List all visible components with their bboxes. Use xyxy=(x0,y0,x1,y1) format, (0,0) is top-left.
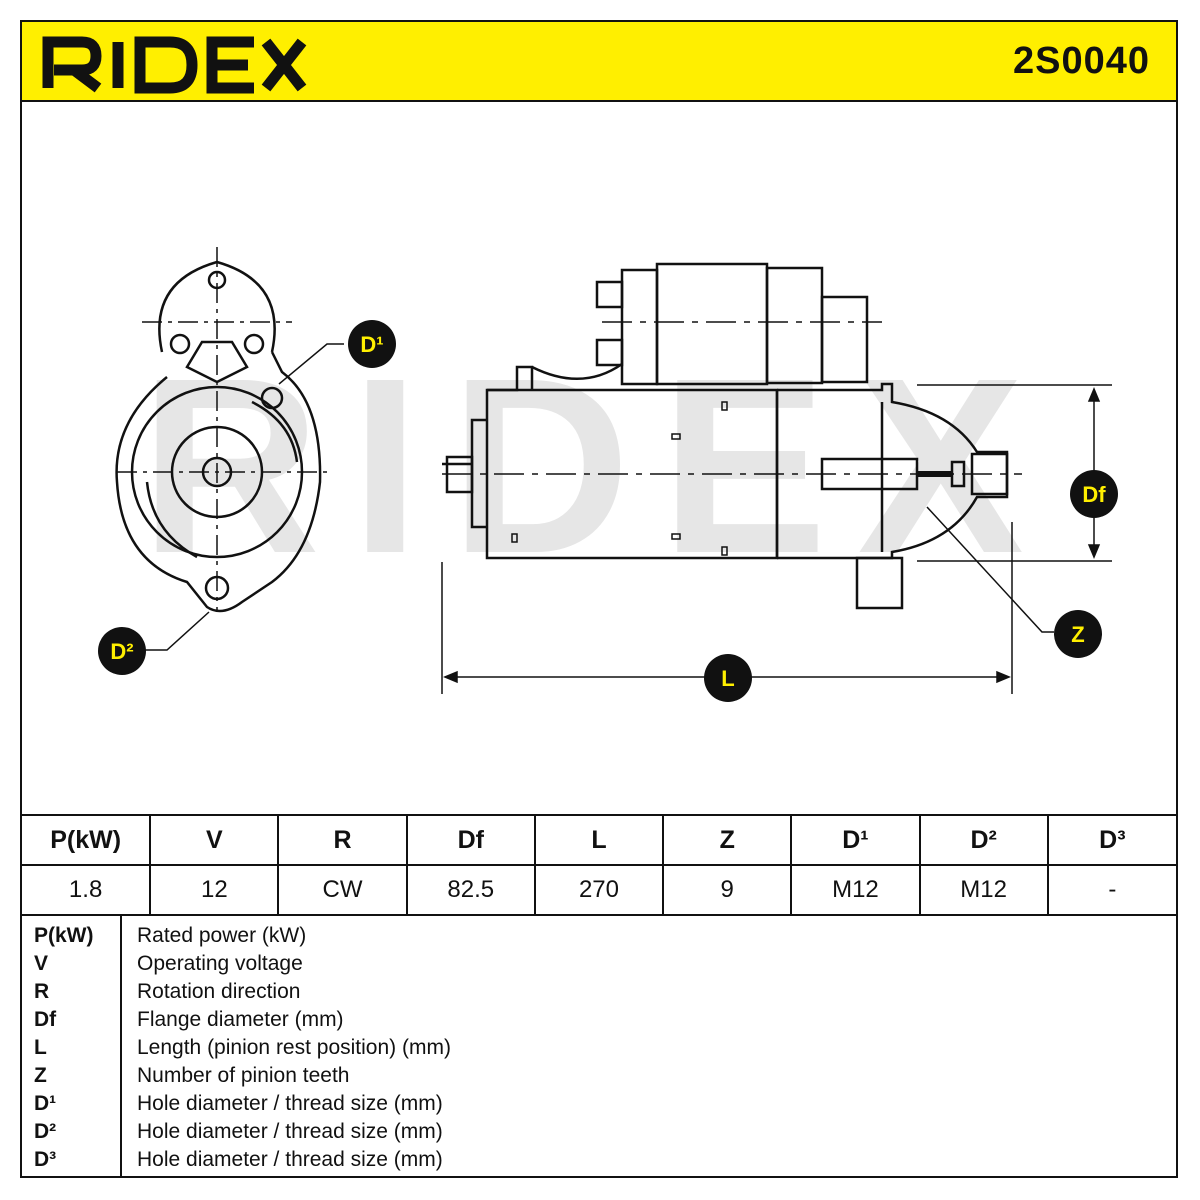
header-bar: 2S0040 xyxy=(22,22,1176,102)
legend-key: V xyxy=(34,952,49,975)
legend-desc: Flange diameter (mm) xyxy=(137,1008,344,1031)
spec-table-header-row: P(kW) V R Df L Z D¹ D² D³ xyxy=(22,814,1176,866)
header-cell: D¹ xyxy=(790,814,921,866)
legend-key: P(kW) xyxy=(34,924,94,947)
part-number: 2S0040 xyxy=(1012,40,1150,82)
header-cell: L xyxy=(533,814,665,866)
svg-text:Z: Z xyxy=(1071,622,1084,647)
value-cell: 82.5 xyxy=(405,864,536,916)
svg-text:D¹: D¹ xyxy=(360,332,383,357)
legend-key: D³ xyxy=(34,1148,57,1171)
legend-desc: Operating voltage xyxy=(137,952,303,975)
front-view xyxy=(115,247,332,613)
header-cell: D² xyxy=(918,814,1049,866)
legend-key: D¹ xyxy=(34,1092,57,1115)
value-cell: 9 xyxy=(662,864,793,916)
value-cell: M12 xyxy=(790,864,921,916)
badge-d2: D² xyxy=(98,627,146,675)
legend-item: Z Number of pinion teeth xyxy=(22,1062,1176,1090)
datasheet: 2S0040 RIDEX xyxy=(20,20,1178,1178)
legend-divider xyxy=(120,914,122,1176)
legend-item: L Length (pinion rest position) (mm) xyxy=(22,1034,1176,1062)
legend-desc: Length (pinion rest position) (mm) xyxy=(137,1036,451,1059)
svg-text:L: L xyxy=(721,666,734,691)
header-cell: V xyxy=(149,814,280,866)
legend-item: D² Hole diameter / thread size (mm) xyxy=(22,1118,1176,1146)
legend: P(kW) Rated power (kW) V Operating volta… xyxy=(22,914,1176,1176)
value-cell: 12 xyxy=(149,864,280,916)
legend-desc: Hole diameter / thread size (mm) xyxy=(137,1092,443,1115)
badge-l: L xyxy=(704,654,752,702)
header-cell: R xyxy=(277,814,408,866)
side-view xyxy=(442,262,1022,610)
legend-key: R xyxy=(34,980,50,1003)
spec-table: P(kW) V R Df L Z D¹ D² D³ 1.8 12 CW 82.5… xyxy=(22,814,1176,916)
legend-item: Df Flange diameter (mm) xyxy=(22,1006,1176,1034)
value-cell: 270 xyxy=(533,864,665,916)
spec-table-value-row: 1.8 12 CW 82.5 270 9 M12 M12 - xyxy=(22,864,1176,916)
value-cell: CW xyxy=(277,864,408,916)
legend-item: P(kW) Rated power (kW) xyxy=(22,922,1176,950)
badge-d1: D¹ xyxy=(348,320,396,368)
legend-desc: Rated power (kW) xyxy=(137,924,307,947)
badge-z: Z xyxy=(1054,610,1102,658)
legend-desc: Hole diameter / thread size (mm) xyxy=(137,1148,443,1171)
header-cell: Z xyxy=(662,814,793,866)
legend-item: R Rotation direction xyxy=(22,978,1176,1006)
technical-drawing: RIDEX xyxy=(98,247,1118,702)
legend-key: D² xyxy=(34,1120,57,1143)
header-cell: Df xyxy=(405,814,536,866)
legend-desc: Number of pinion teeth xyxy=(137,1064,350,1087)
ridex-logo xyxy=(42,36,307,94)
legend-desc: Hole diameter / thread size (mm) xyxy=(137,1120,443,1143)
badge-df: Df xyxy=(1070,470,1118,518)
value-cell: - xyxy=(1046,864,1176,916)
value-cell: 1.8 xyxy=(22,864,152,916)
header-cell: D³ xyxy=(1046,814,1176,866)
legend-desc: Rotation direction xyxy=(137,980,301,1003)
legend-item: V Operating voltage xyxy=(22,950,1176,978)
legend-key: Z xyxy=(34,1064,47,1087)
svg-text:D²: D² xyxy=(110,639,133,664)
legend-item: D³ Hole diameter / thread size (mm) xyxy=(22,1146,1176,1174)
svg-text:Df: Df xyxy=(1082,482,1106,507)
legend-key: Df xyxy=(34,1008,57,1031)
legend-key: L xyxy=(34,1036,47,1059)
value-cell: M12 xyxy=(918,864,1049,916)
legend-item: D¹ Hole diameter / thread size (mm) xyxy=(22,1090,1176,1118)
header-cell: P(kW) xyxy=(22,814,152,866)
